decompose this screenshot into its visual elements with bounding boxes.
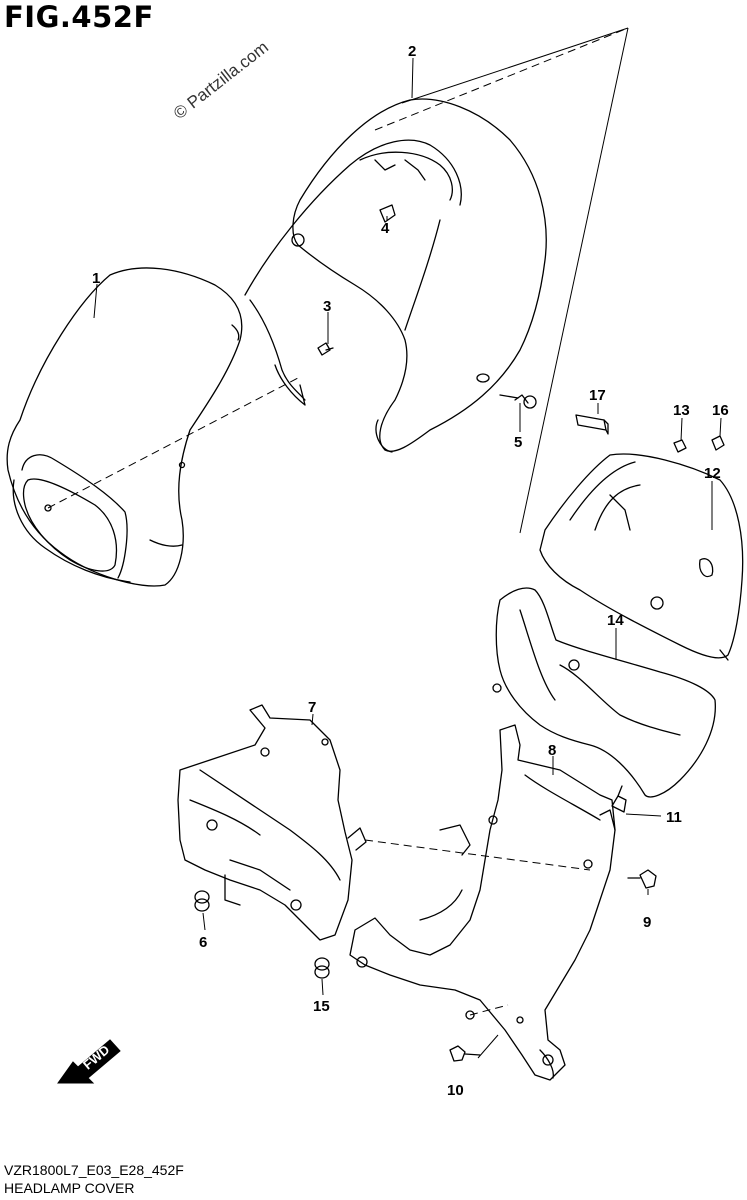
alignment-lines: [47, 27, 629, 1016]
part-5-screw: [499, 394, 537, 409]
callout-16: 16: [712, 402, 729, 419]
callout-5: 5: [514, 434, 522, 451]
callout-12: 12: [704, 465, 721, 482]
callout-9: 9: [643, 914, 651, 931]
part-10-bolt: [449, 1045, 481, 1062]
callout-17: 17: [589, 387, 606, 404]
part-9-bolt: [627, 869, 657, 889]
part-4-clip: [379, 204, 396, 223]
leader-lines: [93, 57, 722, 996]
callout-11: 11: [666, 809, 682, 826]
part-1-headlamp-housing: [6, 267, 243, 587]
part-2-headlamp-shell: [244, 98, 547, 453]
callout-4: 4: [381, 220, 390, 237]
callout-6: 6: [199, 934, 207, 951]
reference-lines: [401, 27, 629, 1059]
figure-title: FIG.452F: [4, 0, 154, 34]
model-code: VZR1800L7_E03_E28_452F: [4, 1162, 184, 1178]
part-11-bolt: [611, 785, 627, 813]
figure-caption: HEADLAMP COVER: [4, 1180, 135, 1196]
callout-14: 14: [607, 612, 624, 629]
callout-7: 7: [308, 699, 316, 716]
part-16-nut: [711, 435, 725, 451]
part-17-pad: [575, 414, 609, 435]
callout-3: 3: [323, 298, 331, 315]
callout-8: 8: [548, 742, 556, 759]
callout-15: 15: [313, 998, 330, 1015]
fwd-arrow-icon: FWD: [57, 1039, 121, 1084]
part-3-screw: [317, 342, 334, 356]
part-15-grommet: [314, 957, 330, 979]
part-7-bracket: [177, 704, 367, 941]
part-6-grommet: [194, 890, 210, 912]
callout-10: 10: [447, 1082, 464, 1099]
part-12-inner-cover: [539, 453, 744, 661]
part-14-lower-panel: [492, 587, 716, 798]
callout-13: 13: [673, 402, 690, 419]
callout-1: 1: [92, 270, 100, 287]
part-8-bracket: [349, 724, 616, 1081]
callout-2: 2: [408, 43, 416, 60]
part-13-nut: [673, 439, 687, 453]
